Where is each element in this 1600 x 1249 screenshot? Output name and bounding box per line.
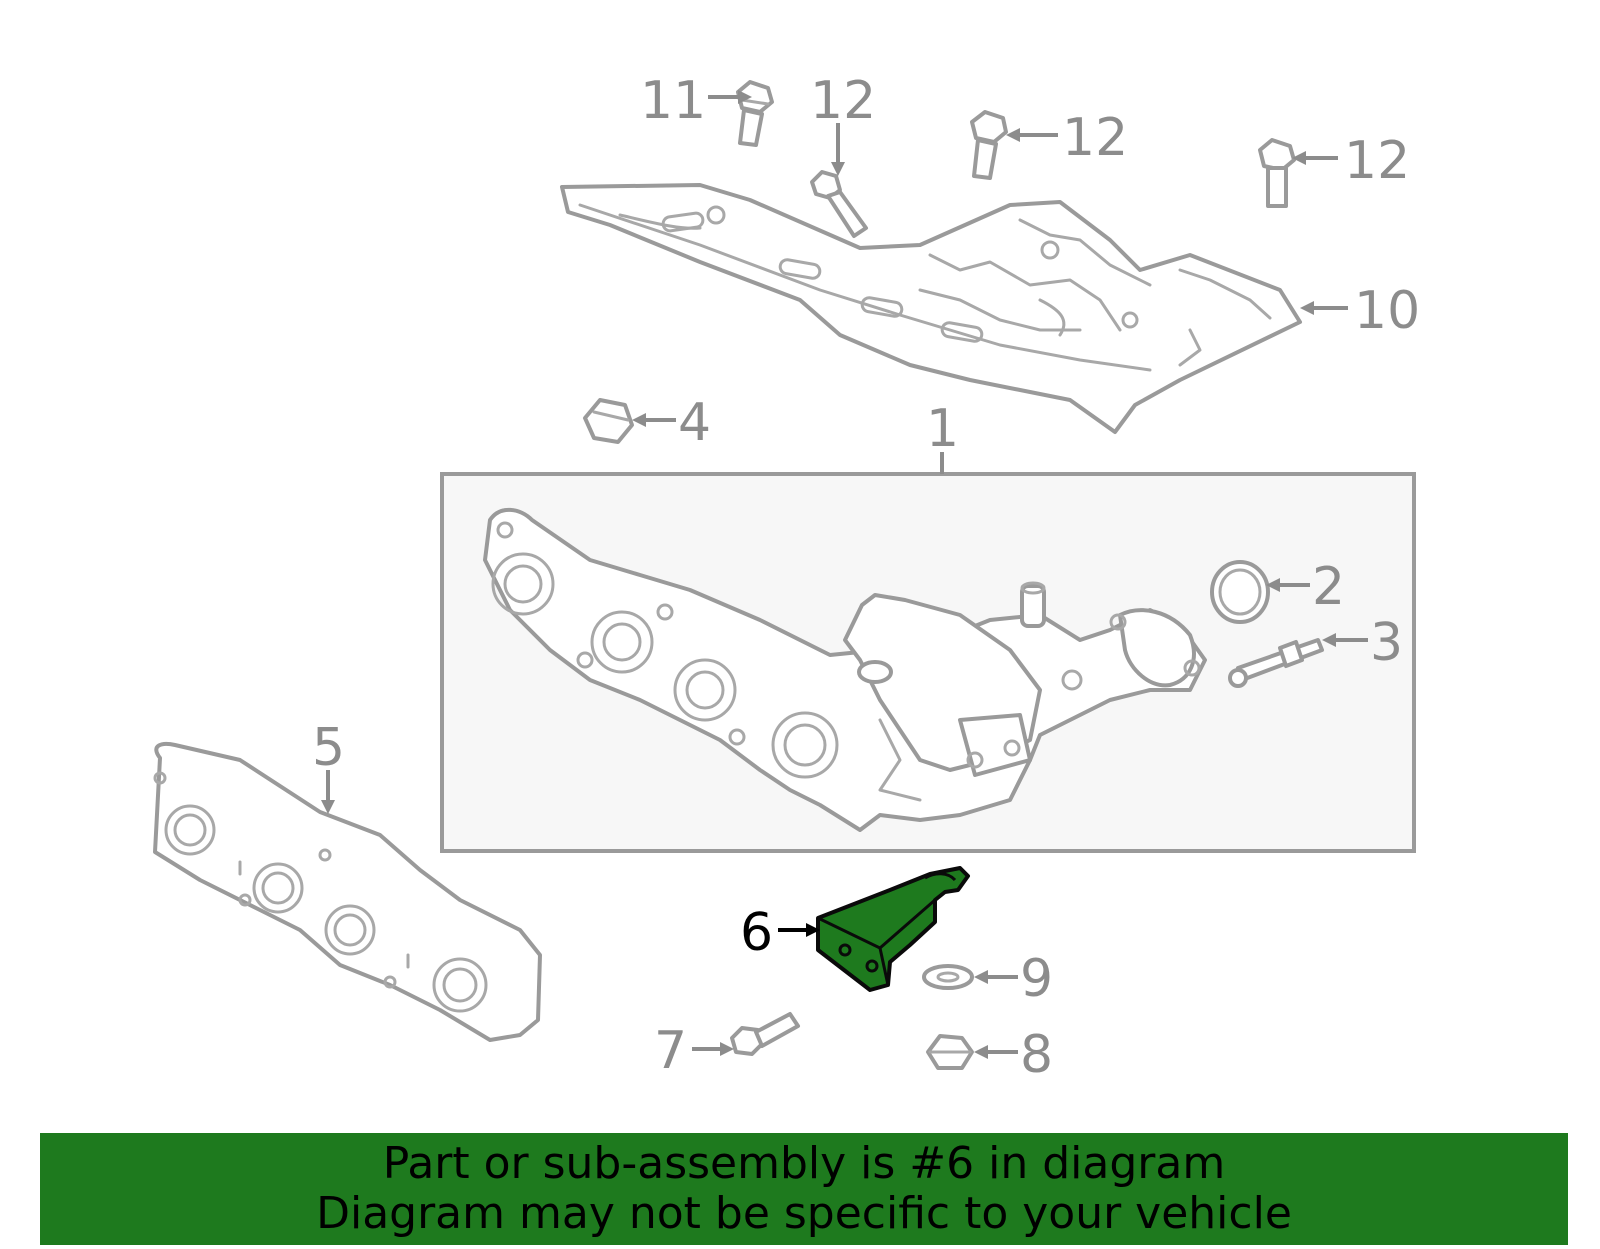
callout-5[interactable]: 5: [312, 718, 345, 778]
bolt-12-top-left[interactable]: [810, 170, 868, 238]
bolt-7-part[interactable]: [730, 1012, 800, 1056]
bolt-12-top-right[interactable]: [1258, 138, 1296, 208]
callout-1[interactable]: 1: [926, 399, 959, 459]
exhaust-manifold-part[interactable]: [483, 507, 1207, 832]
callout-7[interactable]: 7: [654, 1021, 687, 1081]
heat-shield-part[interactable]: [560, 183, 1302, 434]
callout-4[interactable]: 4: [678, 393, 711, 453]
nut-4-part[interactable]: [583, 398, 634, 444]
bolt-11-part[interactable]: [736, 80, 774, 147]
callout-12-b[interactable]: 12: [1062, 108, 1128, 168]
banner-part-line: Part or sub-assembly is #6 in diagram: [382, 1138, 1226, 1189]
leader-lines: [321, 90, 1368, 1059]
bracket-6-part[interactable]: [816, 866, 970, 992]
callout-12-c[interactable]: 12: [1344, 131, 1410, 191]
nut-8-part[interactable]: [926, 1034, 974, 1070]
callout-10[interactable]: 10: [1354, 281, 1420, 341]
callout-12-a[interactable]: 12: [810, 71, 876, 131]
callout-2[interactable]: 2: [1312, 557, 1345, 617]
gasket-2-part[interactable]: [1210, 560, 1270, 624]
stud-3-part[interactable]: [1228, 638, 1324, 688]
callout-3[interactable]: 3: [1370, 613, 1403, 673]
callout-11[interactable]: 11: [640, 71, 706, 131]
callout-6[interactable]: 6: [740, 903, 773, 963]
callout-9[interactable]: 9: [1020, 949, 1053, 1009]
bolt-12-top-center[interactable]: [970, 110, 1008, 180]
washer-9-part[interactable]: [922, 964, 974, 990]
banner-disclaimer-line: Diagram may not be specific to your vehi…: [316, 1188, 1292, 1239]
manifold-gasket-5-part[interactable]: [153, 741, 542, 1042]
callout-8[interactable]: 8: [1020, 1025, 1053, 1085]
info-banner: Part or sub-assembly is #6 in diagram Di…: [40, 1133, 1568, 1245]
callout-labels: 11 12 12 12 10 4 1 2 3 5 6 9 7 8: [312, 71, 1420, 1085]
